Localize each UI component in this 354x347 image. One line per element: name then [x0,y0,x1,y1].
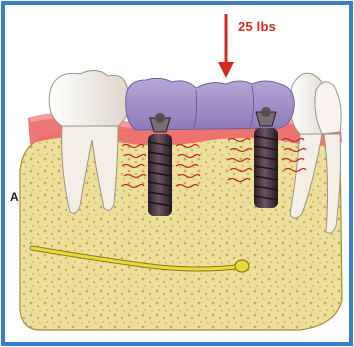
panel-label: A [10,190,19,204]
nerve-foramen [235,260,249,272]
natural-molar-crown [49,70,129,126]
force-label: 25 lbs [238,19,276,34]
